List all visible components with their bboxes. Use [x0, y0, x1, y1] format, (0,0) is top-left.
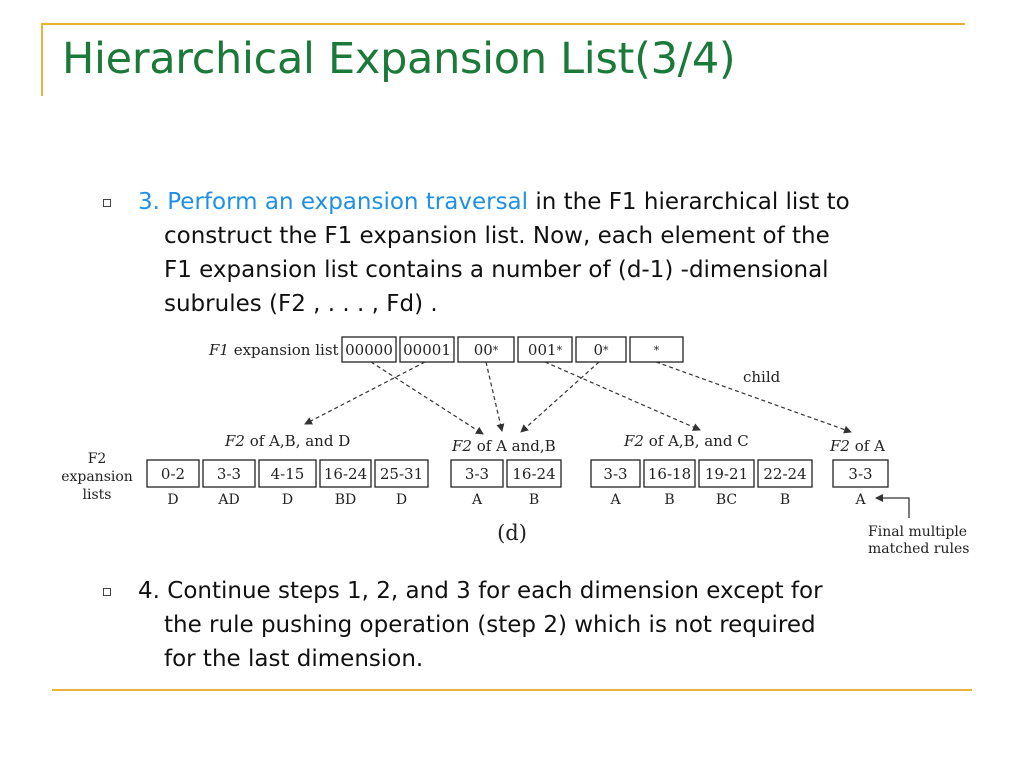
traversal-arrow — [370, 361, 484, 435]
step4-line1: 4. Continue steps 1, 2, and 3 for each d… — [138, 578, 823, 604]
f2-range-label: 3-3 — [603, 465, 627, 483]
f2-range-box: 3-3 — [590, 459, 641, 488]
f2-range-label: 16-24 — [324, 465, 367, 483]
step4-line3: for the last dimension. — [164, 646, 424, 672]
f2-range-label: 3-3 — [465, 465, 489, 483]
f2-rule-letters: A — [609, 492, 621, 508]
f2-range-label: 22-24 — [763, 465, 806, 483]
f2-range-label: 25-31 — [380, 465, 423, 483]
f1-box: 0* — [575, 336, 627, 363]
f2-rule-letters: BD — [335, 492, 357, 508]
f2-group-label: F2 of A — [829, 437, 885, 455]
f2-range-box: 3-3 — [202, 459, 256, 488]
f2-group: F2 of A 3-3A — [829, 437, 889, 508]
f2-group: F2 of A and,B 3-3A 16-24B — [450, 437, 562, 508]
diagram-caption: (d) — [497, 521, 527, 545]
f2-rule-letters: B — [664, 492, 674, 508]
step3-line3: F1 expansion list contains a number of (… — [164, 257, 829, 283]
f2-rule-letters: B — [529, 492, 539, 508]
f1-box-label: 00* — [474, 341, 499, 359]
f1-box-label: 00001 — [403, 341, 451, 359]
bullet-marker-2 — [103, 588, 111, 596]
f2-range-label: 16-24 — [512, 465, 555, 483]
step3-line2: construct the F1 expansion list. Now, ea… — [164, 223, 830, 249]
f2-lists-label-line1: F2 — [88, 451, 107, 467]
f2-rule-letters: AD — [217, 492, 239, 508]
f2-range-label: 3-3 — [217, 465, 241, 483]
bullet-paragraph-2: 4. Continue steps 1, 2, and 3 for each d… — [138, 574, 978, 676]
bottom-accent-rule — [52, 689, 972, 691]
f2-range-box: 16-18 — [643, 459, 696, 488]
f2-range-box: 16-24 — [319, 459, 372, 488]
f2-range-label: 4-15 — [271, 465, 305, 483]
bullet-marker-1 — [103, 199, 111, 207]
f1-box-label: 00000 — [345, 341, 393, 359]
highlighted-step-text: 3. Perform an expansion traversal — [138, 189, 529, 215]
top-accent-rule — [41, 23, 965, 25]
f1-box: 00* — [457, 336, 515, 363]
f2-rule-letters: B — [780, 492, 790, 508]
f1-box: * — [629, 336, 684, 363]
bullet-paragraph-1: 3. Perform an expansion traversal in the… — [138, 185, 978, 321]
f2-range-box: 16-24 — [506, 459, 562, 488]
f2-range-box: 22-24 — [757, 459, 813, 488]
expansion-diagram: F1 expansion list 00000 00001 00* 001* 0* * c… — [61, 336, 969, 557]
f2-group-label: F2 of A,B, and D — [224, 432, 350, 450]
f2-rule-letters: A — [854, 492, 866, 508]
f1-box: 00001 — [399, 336, 455, 363]
f2-rule-letters: A — [471, 492, 483, 508]
f2-range-box: 4-15 — [258, 459, 317, 488]
final-note-pointer — [875, 494, 910, 518]
f1-box-label: * — [654, 344, 660, 357]
f2-range-label: 0-2 — [161, 465, 185, 483]
f2-range-label: 19-21 — [705, 465, 748, 483]
f2-rule-letters: D — [396, 492, 407, 508]
f2-range-box: 3-3 — [450, 459, 504, 488]
f1-list-label: F1 expansion list — [208, 341, 339, 359]
f2-range-box: 19-21 — [698, 459, 755, 488]
f2-range-box: 0-2 — [146, 459, 200, 488]
f2-range-label: 16-18 — [648, 465, 691, 483]
f2-range-box: 25-31 — [374, 459, 429, 488]
left-accent-rule — [41, 23, 43, 96]
final-note-line1: Final multiple — [868, 524, 967, 540]
f2-expansion-groups: F2 of A,B, and D0-2D3-3AD4-15D16-24BD25-… — [146, 432, 889, 508]
f2-group-label: F2 of A,B, and C — [623, 432, 749, 450]
f1-box: 00000 — [341, 336, 397, 363]
traversal-arrow — [520, 361, 600, 433]
traversal-arrow — [485, 361, 505, 432]
step3-line1-rest: in the F1 hierarchical list to — [528, 189, 850, 215]
traversal-arrow — [304, 361, 426, 425]
f2-range-box: 3-3 — [832, 459, 889, 488]
slide-title: Hierarchical Expansion List(3/4) — [62, 34, 736, 84]
step3-line4: subrules (F2 , . . . , Fd) . — [164, 291, 438, 317]
f2-range-label: 3-3 — [848, 465, 872, 483]
f1-box: 001* — [517, 336, 573, 363]
step4-line2: the rule pushing operation (step 2) whic… — [164, 612, 816, 638]
final-note-line2: matched rules — [868, 541, 969, 557]
f2-rule-letters: BC — [716, 492, 737, 508]
f1-expansion-list: 00000 00001 00* 001* 0* * — [341, 336, 684, 363]
f1-box-label: 0* — [593, 341, 609, 359]
f2-lists-label-line3: lists — [83, 487, 112, 503]
f2-rule-letters: D — [167, 492, 178, 508]
traversal-arrows — [304, 361, 852, 435]
f2-lists-label-line2: expansion — [61, 469, 133, 485]
traversal-arrow — [544, 361, 701, 431]
child-label: child — [743, 368, 781, 386]
f1-box-label: 001* — [528, 341, 563, 359]
f2-rule-letters: D — [282, 492, 293, 508]
f2-group-label: F2 of A and,B — [451, 437, 556, 455]
